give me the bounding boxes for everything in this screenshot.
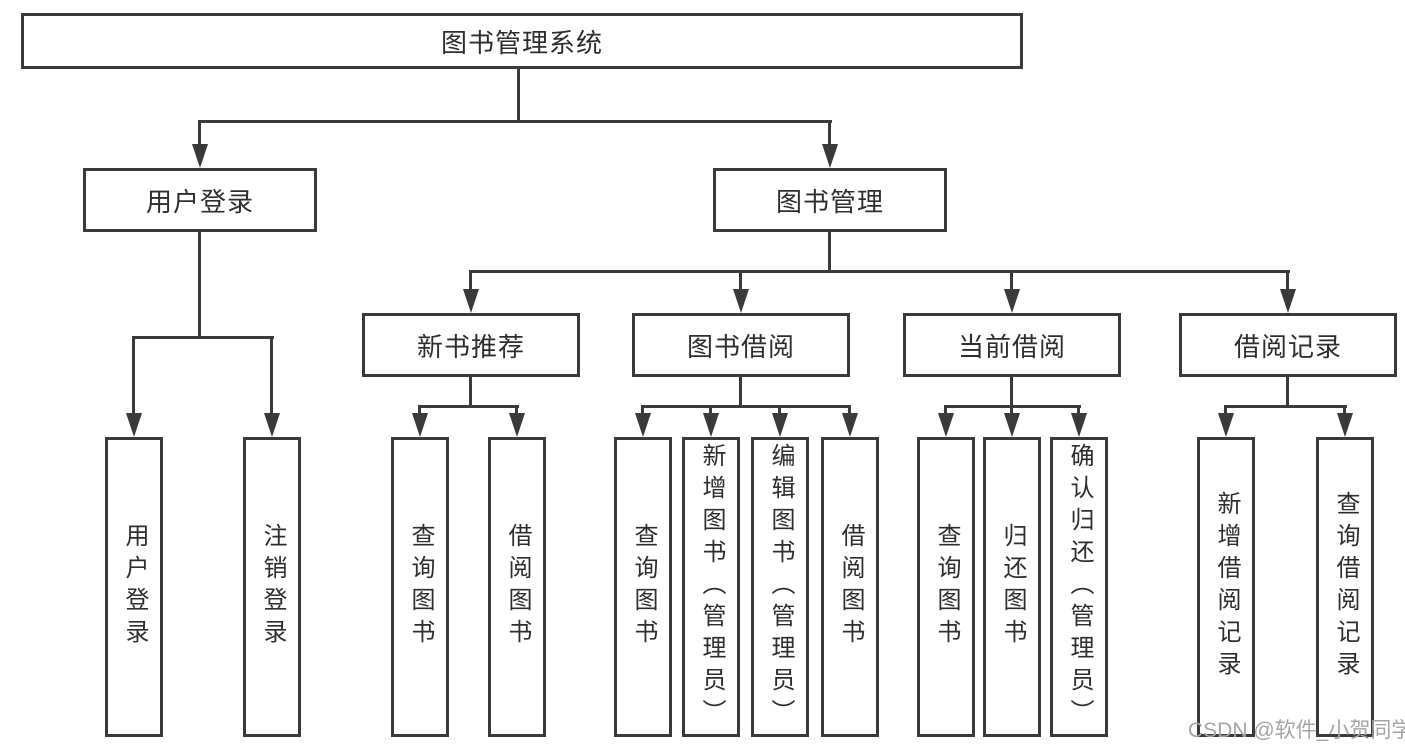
node-current-borrowing: 当前借阅	[903, 313, 1121, 377]
connector-line	[469, 270, 472, 292]
node-logout-label: 注销登录	[259, 523, 286, 651]
connector-line	[1224, 405, 1347, 408]
connector-line	[641, 405, 851, 408]
connector-line	[828, 232, 831, 272]
node-confirm-return-admin-label: 确认归还（管理员）	[1066, 443, 1093, 731]
node-new-book-recommendation-label: 新书推荐	[416, 331, 525, 362]
node-borrow-books-recommend: 借阅图书	[488, 437, 546, 737]
connector-line	[515, 405, 518, 417]
connector-line	[1224, 405, 1227, 417]
connector-line	[469, 270, 1290, 273]
node-query-books-borrowing-label: 查询图书	[630, 523, 657, 651]
arrow-down-icon	[1337, 413, 1353, 437]
node-borrow-books-leaf-label: 借阅图书	[837, 523, 864, 651]
connector-line	[1343, 405, 1346, 417]
node-user-login-label: 用户登录	[145, 186, 254, 217]
arrow-down-icon	[1004, 413, 1020, 437]
arrow-down-icon	[412, 413, 428, 437]
connector-line	[198, 120, 832, 123]
connector-line	[1286, 377, 1289, 407]
arrow-down-icon	[463, 289, 479, 313]
node-query-books-borrowing: 查询图书	[614, 437, 672, 737]
connector-line	[848, 405, 851, 417]
arrow-down-icon	[1004, 289, 1020, 313]
connector-line	[641, 405, 644, 417]
watermark: CSDN @软件_小贺同学	[1188, 719, 1405, 742]
node-borrowing-records-label: 借阅记录	[1233, 331, 1342, 362]
node-add-book-admin: 新增图书（管理员）	[682, 437, 740, 737]
node-query-borrowing-record: 查询借阅记录	[1316, 437, 1374, 737]
node-library-system-label: 图书管理系统	[440, 27, 603, 58]
node-new-book-recommendation: 新书推荐	[362, 313, 580, 377]
node-borrowing-records: 借阅记录	[1179, 313, 1397, 377]
connector-line	[418, 405, 421, 417]
node-query-books-recommend-label: 查询图书	[407, 523, 434, 651]
connector-line	[1010, 270, 1013, 292]
arrow-down-icon	[733, 289, 749, 313]
node-return-books-label: 归还图书	[999, 523, 1026, 651]
node-edit-book-admin-label: 编辑图书（管理员）	[767, 443, 794, 731]
connector-line	[198, 232, 201, 338]
node-confirm-return-admin: 确认归还（管理员）	[1050, 437, 1108, 737]
node-borrow-books-leaf: 借阅图书	[821, 437, 879, 737]
connector-line	[270, 336, 273, 416]
node-user-login: 用户登录	[83, 168, 317, 232]
node-book-management-label: 图书管理	[775, 186, 884, 217]
node-query-books-current-label: 查询图书	[933, 523, 960, 651]
connector-line	[418, 405, 519, 408]
node-add-book-admin-label: 新增图书（管理员）	[698, 443, 725, 731]
arrow-down-icon	[703, 413, 719, 437]
node-current-borrowing-label: 当前借阅	[957, 331, 1066, 362]
connector-line	[739, 377, 742, 407]
connector-line	[517, 69, 520, 122]
connector-line	[1077, 405, 1080, 417]
connector-line	[1010, 377, 1013, 407]
node-add-borrowing-record-label: 新增借阅记录	[1213, 491, 1240, 683]
node-query-books-current: 查询图书	[917, 437, 975, 737]
node-user-login-leaf-label: 用户登录	[121, 523, 148, 651]
node-library-system: 图书管理系统	[21, 13, 1023, 69]
node-query-books-recommend: 查询图书	[391, 437, 449, 737]
arrow-down-icon	[192, 144, 208, 168]
arrow-down-icon	[1071, 413, 1087, 437]
arrow-down-icon	[842, 413, 858, 437]
node-book-management: 图书管理	[713, 168, 947, 232]
arrow-down-icon	[126, 413, 142, 437]
connector-line	[709, 405, 712, 417]
connector-line	[1010, 405, 1013, 417]
connector-line	[1286, 270, 1289, 292]
connector-line	[469, 377, 472, 407]
node-edit-book-admin: 编辑图书（管理员）	[751, 437, 809, 737]
arrow-down-icon	[635, 413, 651, 437]
connector-line	[944, 405, 947, 417]
node-return-books: 归还图书	[983, 437, 1041, 737]
arrow-down-icon	[772, 413, 788, 437]
arrow-down-icon	[938, 413, 954, 437]
connector-line	[828, 120, 831, 147]
node-user-login-leaf: 用户登录	[105, 437, 163, 737]
node-book-borrowing: 图书借阅	[632, 313, 850, 377]
arrow-down-icon	[822, 144, 838, 168]
node-book-borrowing-label: 图书借阅	[686, 331, 795, 362]
connector-line	[198, 120, 201, 147]
arrow-down-icon	[1218, 413, 1234, 437]
connector-line	[739, 270, 742, 292]
arrow-down-icon	[264, 413, 280, 437]
arrow-down-icon	[509, 413, 525, 437]
node-borrow-books-recommend-label: 借阅图书	[504, 523, 531, 651]
node-logout: 注销登录	[243, 437, 301, 737]
node-query-borrowing-record-label: 查询借阅记录	[1332, 491, 1359, 683]
connector-line	[132, 336, 135, 416]
node-add-borrowing-record: 新增借阅记录	[1197, 437, 1255, 737]
connector-line	[778, 405, 781, 417]
connector-line	[132, 336, 274, 339]
arrow-down-icon	[1280, 289, 1296, 313]
